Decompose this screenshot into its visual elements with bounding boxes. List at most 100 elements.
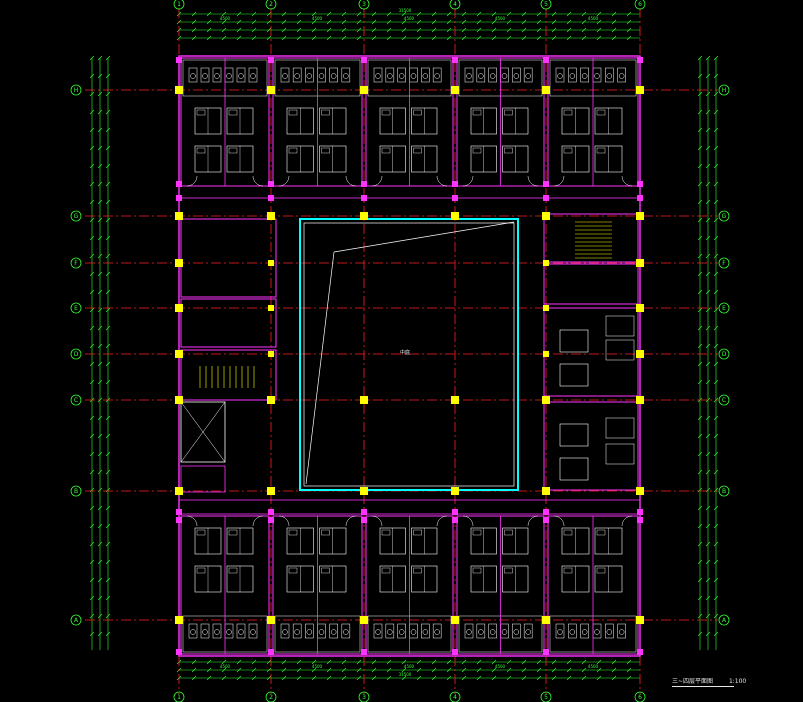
dimension-tick: [461, 659, 467, 665]
dimension-tick: [551, 675, 557, 681]
dimension-tick: [697, 595, 703, 601]
fixture-bowl: [398, 629, 405, 635]
courtyard-outline: [299, 218, 519, 491]
dimension-tick: [566, 27, 572, 33]
dimension-tick: [97, 289, 103, 295]
fixture: [397, 67, 406, 83]
dimension-tick: [697, 505, 703, 511]
dimension-tick: [386, 27, 392, 33]
column: [543, 260, 549, 266]
column: [542, 616, 550, 624]
fixture-bowl: [375, 629, 381, 635]
fixture-bowl: [330, 629, 337, 635]
dimension-tick: [697, 55, 703, 61]
dimension-tick: [206, 27, 212, 33]
column: [543, 305, 549, 311]
axis-bubble: [718, 614, 730, 626]
dimension-tick: [521, 11, 527, 17]
dimension-tick: [89, 91, 95, 97]
dimension-text: 4500: [588, 664, 599, 669]
dimension-tick: [521, 659, 527, 665]
dimension-tick: [97, 613, 103, 619]
dimension-tick: [713, 541, 719, 547]
fixture-bowl: [250, 73, 256, 79]
axis-bubble: [449, 0, 461, 10]
door-swing: [553, 175, 565, 187]
fixture-bowl: [466, 629, 472, 635]
column: [636, 487, 644, 495]
dimension-tick: [191, 11, 197, 17]
fixture-bowl: [569, 73, 576, 79]
fixture: [280, 67, 290, 83]
pilaster: [361, 57, 367, 63]
pilaster: [268, 517, 274, 523]
dimension-tick: [401, 19, 407, 25]
dimension-tick: [236, 675, 242, 681]
dimension-tick: [551, 19, 557, 25]
bed: [559, 423, 589, 447]
dimension-tick: [341, 19, 347, 25]
dimension-tick: [105, 307, 111, 313]
pillow: [321, 567, 330, 574]
dimension-tick: [446, 19, 452, 25]
dimension-tick: [596, 659, 602, 665]
right-room-1: [543, 263, 639, 305]
pilaster: [176, 57, 182, 63]
fixture: [605, 67, 614, 83]
dimension-tick: [521, 27, 527, 33]
corridor-top: [178, 185, 641, 199]
fixture-bowl: [343, 73, 349, 79]
dimension-tick: [105, 613, 111, 619]
pillow: [504, 109, 513, 116]
dimension-tick: [105, 343, 111, 349]
dimension-tick: [356, 675, 362, 681]
dimension-tick: [491, 35, 497, 41]
dimension-tick: [371, 11, 377, 17]
dimension-tick: [356, 659, 362, 665]
dimension-tick: [97, 379, 103, 385]
dimension-tick: [296, 11, 302, 17]
dimension-tick: [97, 271, 103, 277]
dimension-tick: [296, 19, 302, 25]
dimension-tick: [626, 35, 632, 41]
dimension-text: 4500: [404, 664, 415, 669]
pilaster: [361, 517, 367, 523]
fixture: [488, 623, 497, 639]
dimension-tick: [697, 271, 703, 277]
fixture-bowl: [581, 629, 588, 635]
fixture-bowl: [557, 73, 563, 79]
dimension-tick: [697, 577, 703, 583]
dimension-tick: [89, 379, 95, 385]
dimension-tick: [521, 35, 527, 41]
dimension-tick: [446, 667, 452, 673]
elevator: [180, 401, 226, 463]
fixture: [292, 67, 302, 83]
dimension-tick: [431, 667, 437, 673]
bed: [559, 363, 589, 387]
fixture: [555, 623, 565, 639]
door-swing: [371, 175, 383, 187]
fixture: [500, 623, 509, 639]
dimension-tick: [705, 595, 711, 601]
dimension-tick: [705, 397, 711, 403]
pillow: [596, 567, 606, 574]
dimension-tick: [713, 253, 719, 259]
dimension-tick: [461, 19, 467, 25]
dimension-tick: [401, 35, 407, 41]
dimension-tick: [705, 469, 711, 475]
dimension-tick: [97, 343, 103, 349]
dimension-tick: [596, 667, 602, 673]
dimension-tick: [89, 289, 95, 295]
fixture: [523, 623, 533, 639]
pilaster: [637, 195, 643, 201]
roof-slope-line-2: [305, 251, 335, 485]
fixture-bowl: [318, 73, 325, 79]
dimension-tick: [446, 659, 452, 665]
dimension-tick: [386, 667, 392, 673]
rooms: [180, 57, 639, 655]
dimension-tick: [221, 11, 227, 17]
axis-bubble: [70, 302, 82, 314]
dimension-text: 4500: [495, 16, 506, 21]
axis-bubble: [718, 84, 730, 96]
dimension-tick: [581, 19, 587, 25]
